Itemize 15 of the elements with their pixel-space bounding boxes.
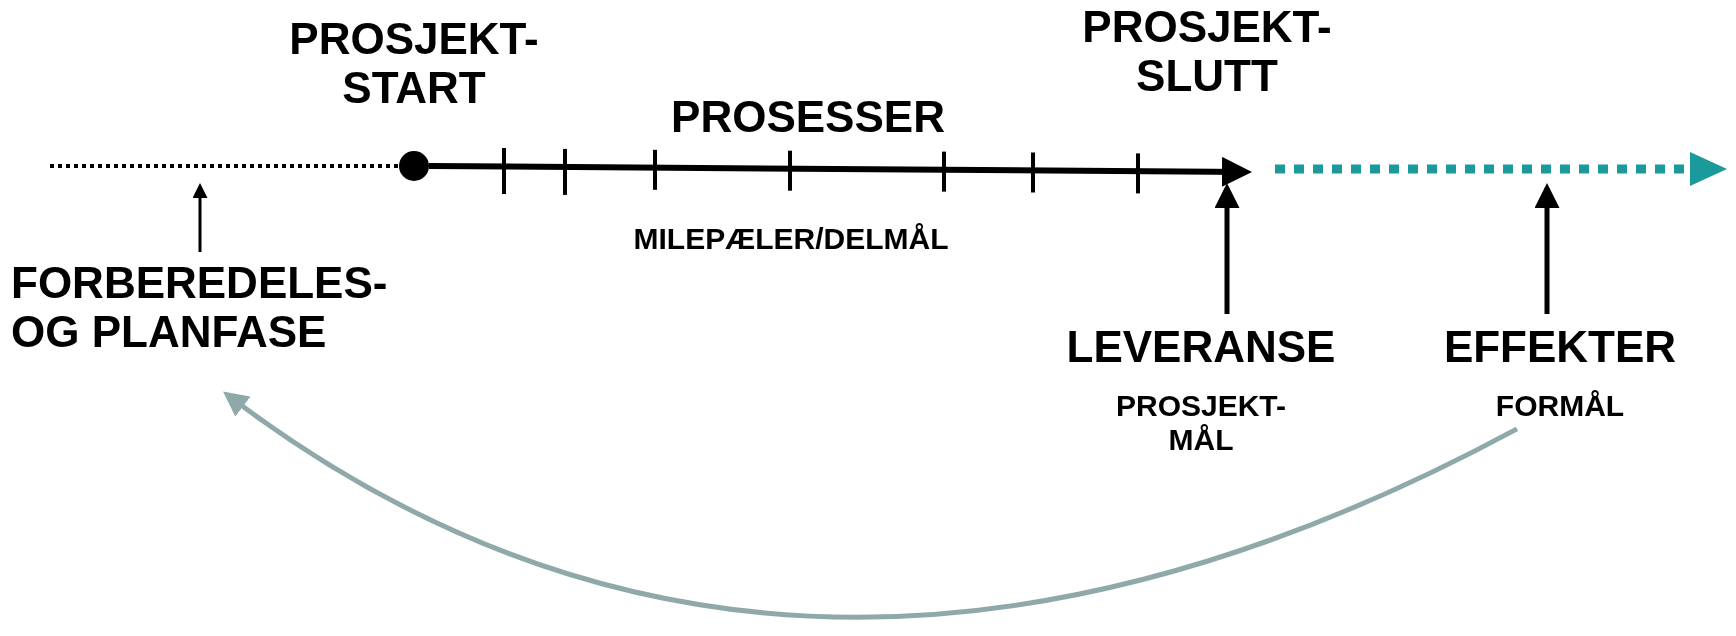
milestone-label: MILEPÆLER/DELMÅL [633, 222, 949, 256]
timeline-arrow [428, 156, 1252, 187]
milestone-label: PROSJEKT- START [289, 14, 539, 113]
phase-label: PROSESSER [671, 92, 945, 142]
phase-label: LEVERANSE [1065, 322, 1337, 372]
curved-arrow [222, 391, 1519, 620]
goal-label: PROSJEKT- MÅL [1115, 389, 1286, 457]
arrow [192, 183, 208, 252]
arrow [1534, 183, 1560, 314]
start-dot [399, 151, 429, 181]
phase-label: FORBEREDELES- OG PLANFASE [11, 258, 389, 357]
goal-label: FORMÅL [1495, 389, 1625, 423]
arrow [1214, 183, 1240, 314]
milestone-label: PROSJEKT- SLUTT [1082, 2, 1332, 101]
phase-label: EFFEKTER [1442, 322, 1678, 372]
